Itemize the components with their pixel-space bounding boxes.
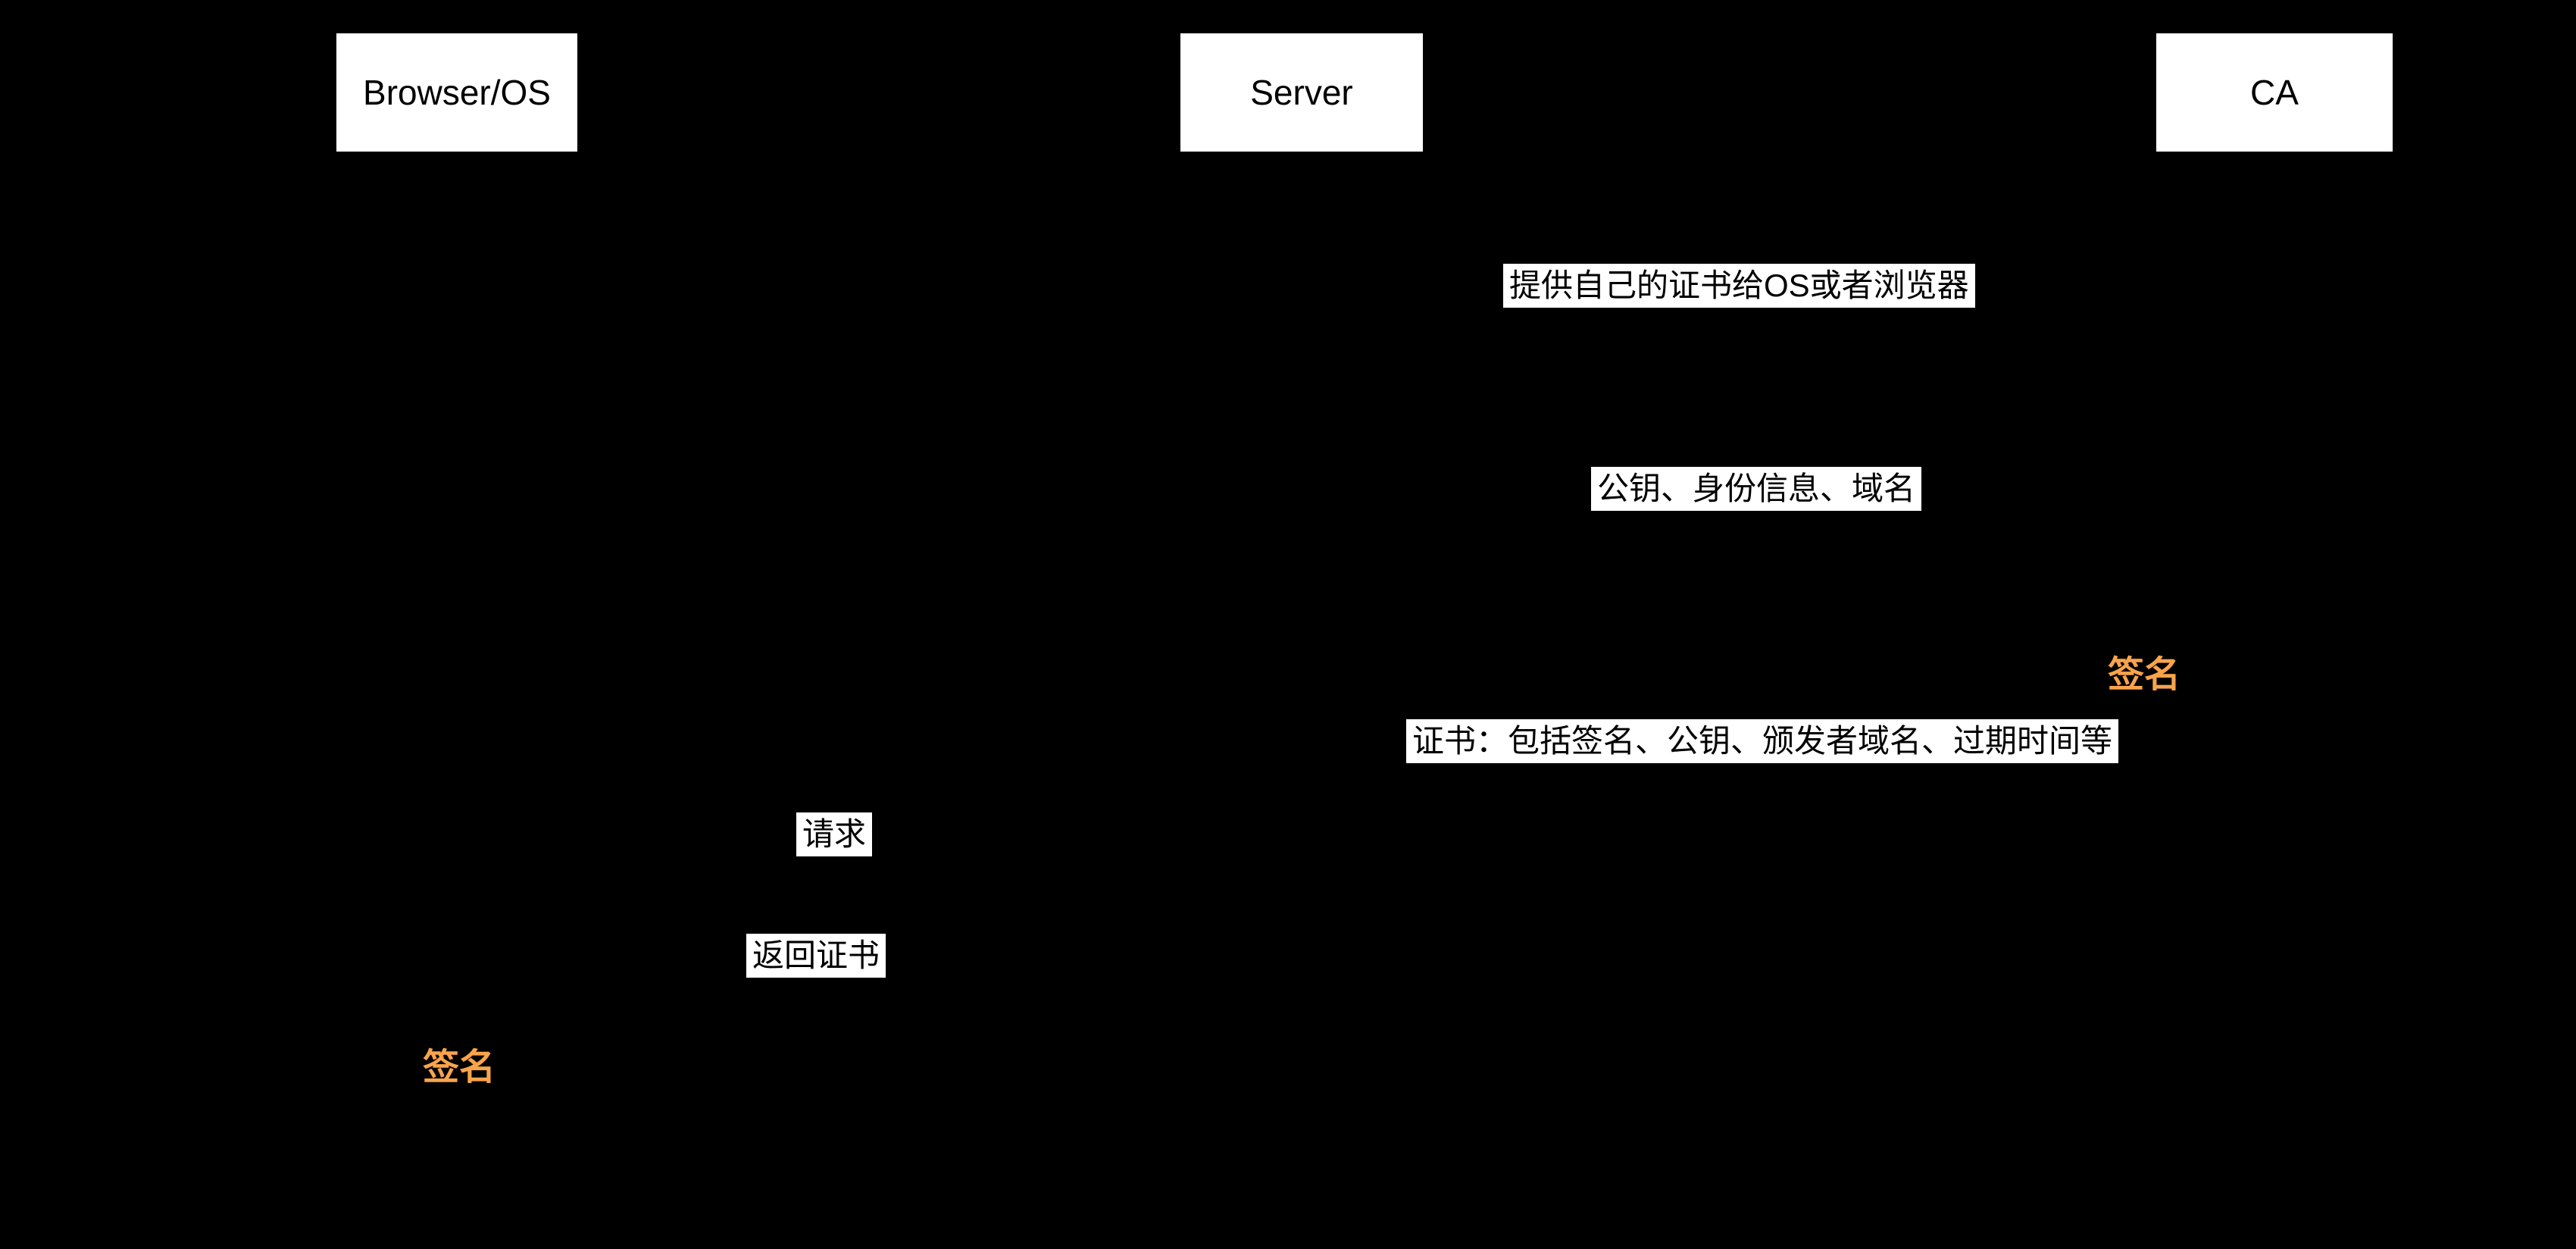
actor-box-ca: CA: [2156, 33, 2393, 152]
message-label-return-certificate: 返回证书: [746, 934, 886, 978]
message-label-provide-certificate: 提供自己的证书给OS或者浏览器: [1503, 264, 1975, 308]
message-label-public-key-identity-domain: 公钥、身份信息、域名: [1591, 467, 1922, 511]
note-sign-near-browser-os: 签名: [423, 1047, 496, 1088]
note-sign-near-ca: 签名: [2108, 655, 2181, 695]
actor-box-browser-os: Browser/OS: [336, 33, 577, 152]
message-label-certificate-contents: 证书：包括签名、公钥、颁发者域名、过期时间等: [1406, 719, 2119, 763]
message-label-request: 请求: [796, 812, 873, 856]
actor-label-server: Server: [1250, 73, 1353, 112]
actor-box-server: Server: [1180, 33, 1423, 152]
actor-label-ca: CA: [2250, 73, 2299, 112]
actor-label-browser-os: Browser/OS: [363, 73, 551, 112]
